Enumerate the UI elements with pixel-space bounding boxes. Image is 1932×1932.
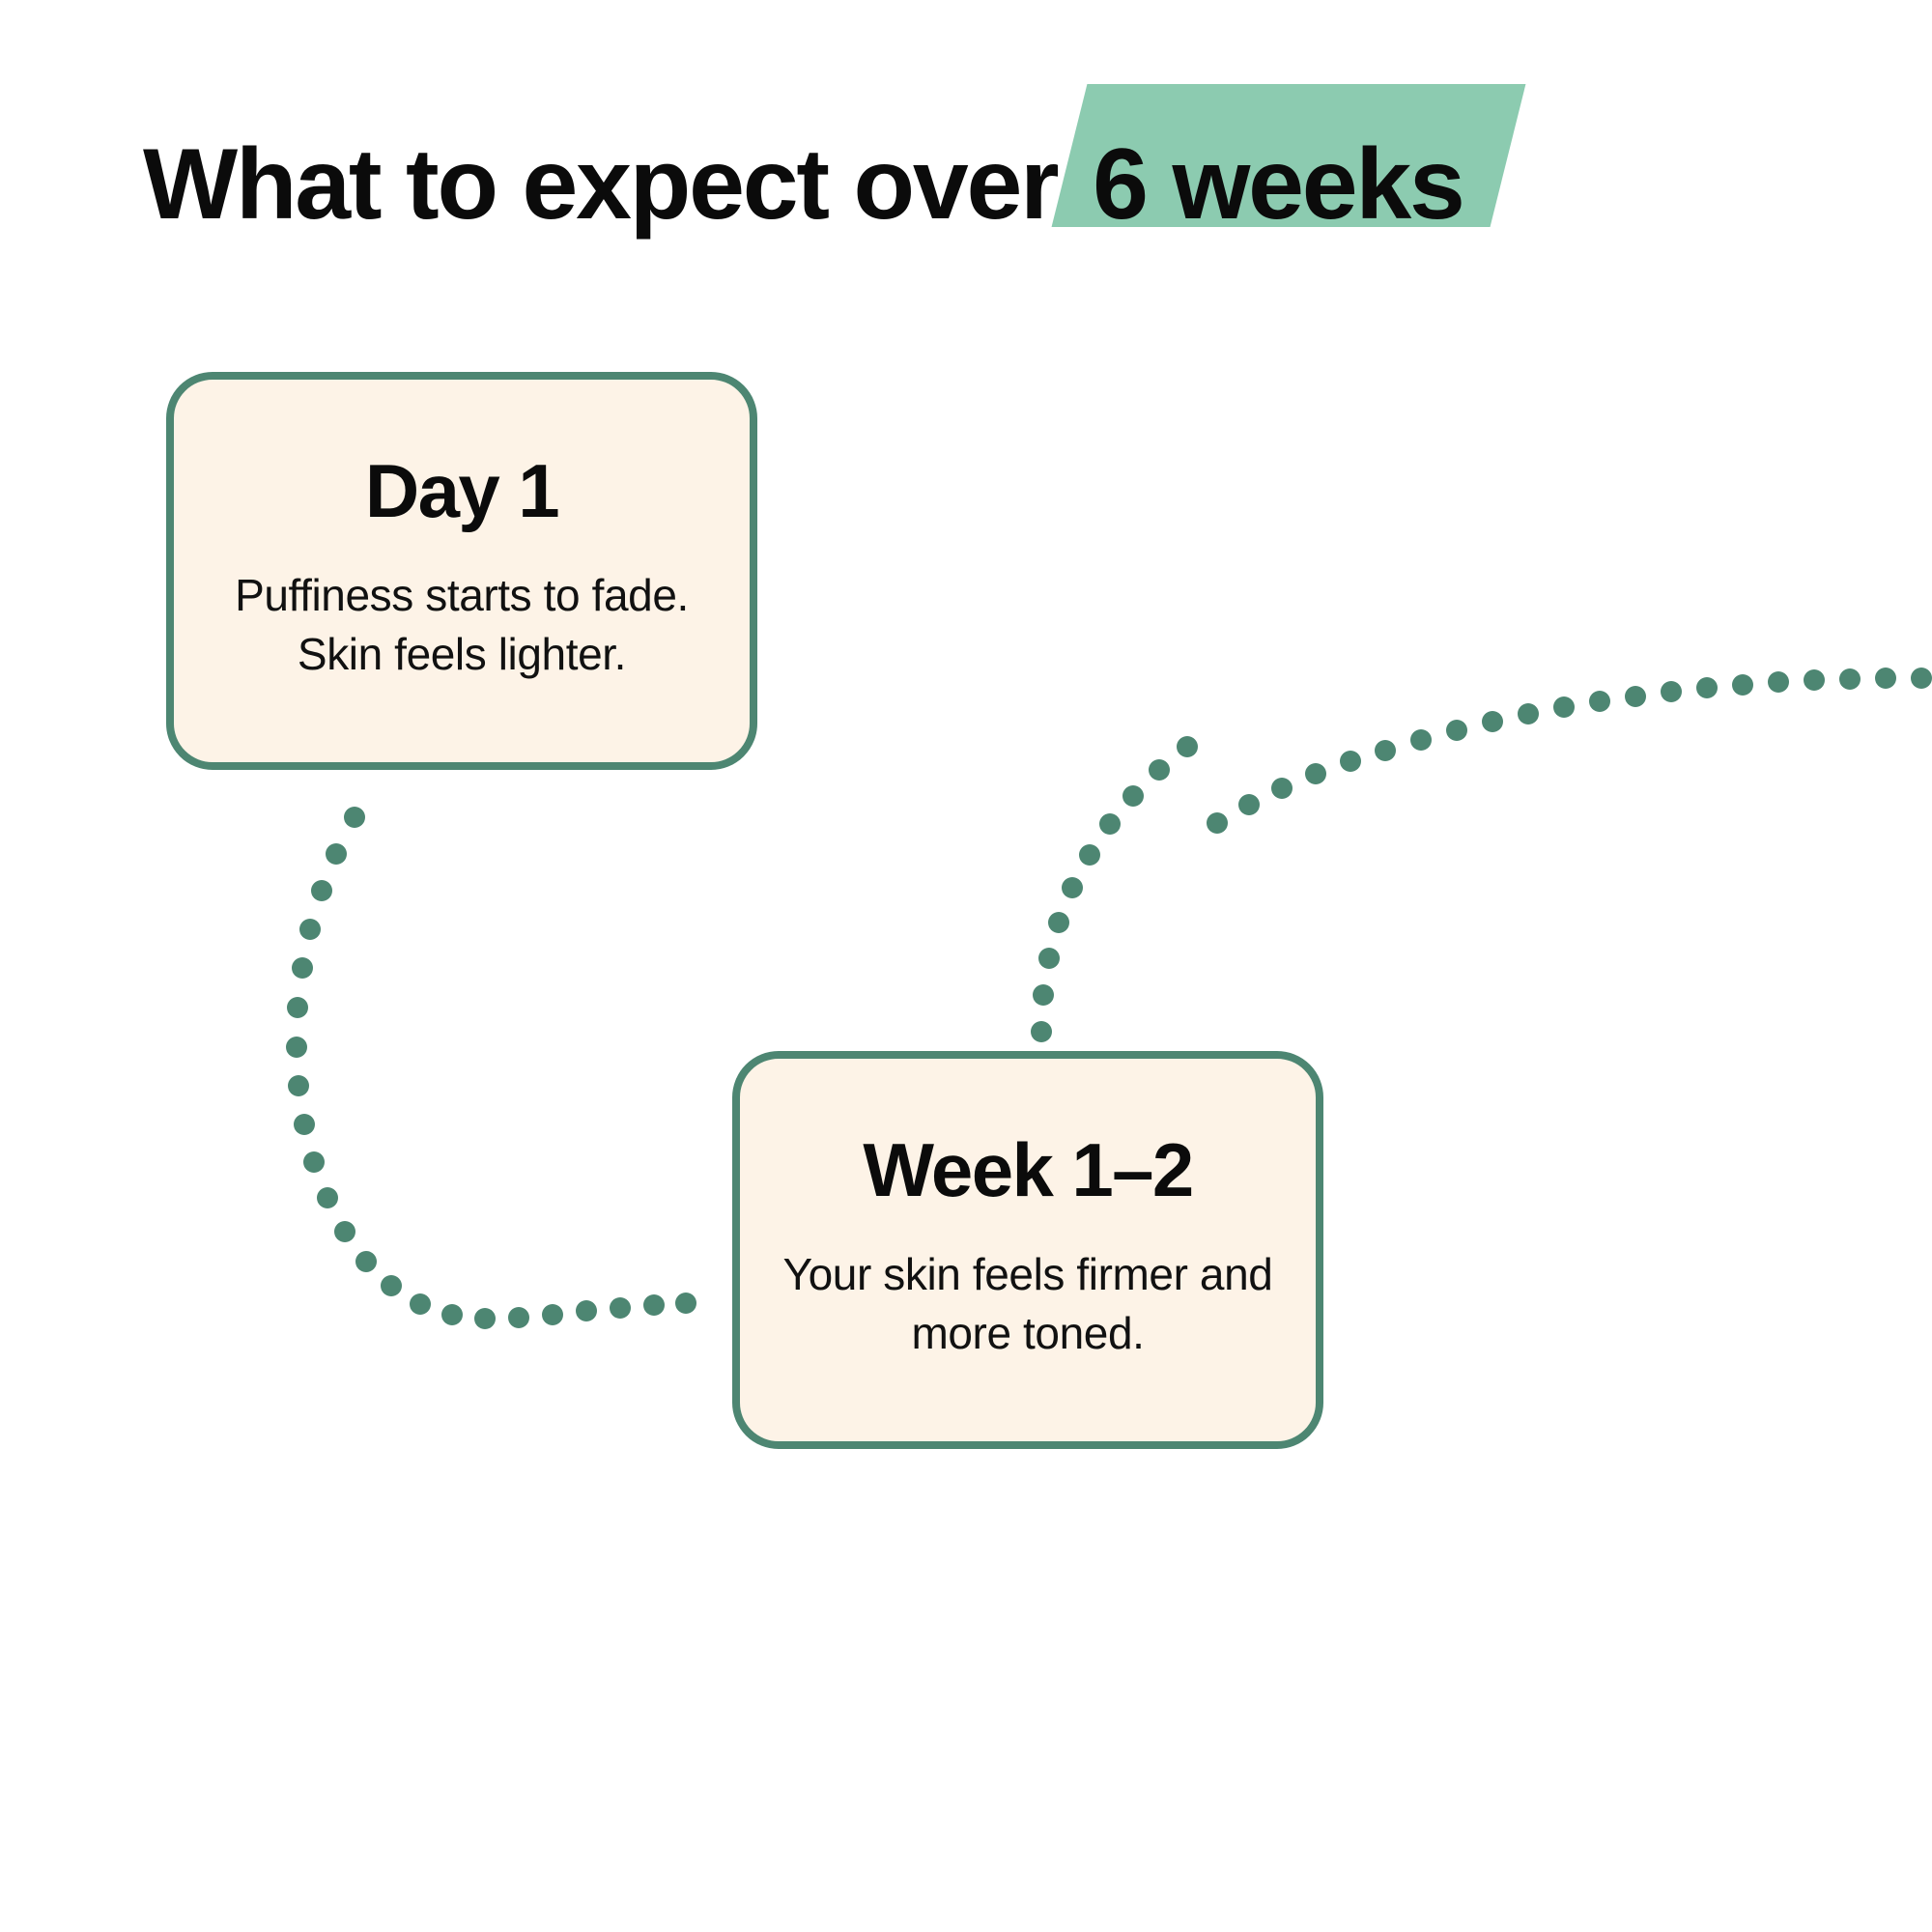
timeline-card-body: Puffiness starts to fade. Skin feels lig… [235, 570, 689, 679]
connector-dot [1177, 736, 1198, 757]
connector-dot [1305, 763, 1326, 784]
connector-dot [441, 1304, 463, 1325]
connector-dot [299, 919, 321, 940]
connector-dot [292, 957, 313, 979]
connector-dot [1099, 813, 1121, 835]
connector-dot [1079, 844, 1100, 866]
connector-dot [1031, 1021, 1052, 1042]
connector-dot [1661, 681, 1682, 702]
connector-dot [303, 1151, 325, 1173]
page-title: What to expect over 6 weeks [0, 84, 1932, 276]
connector-dot [286, 1037, 307, 1058]
connector-dot [643, 1294, 665, 1316]
connector-dot [326, 843, 347, 865]
connector-dot [287, 997, 308, 1018]
page-title-plain: What to expect over [143, 128, 1084, 241]
connector-dot [1839, 668, 1861, 690]
connector-dot [1038, 948, 1060, 969]
connector-dot [344, 807, 365, 828]
connector-dot [334, 1221, 355, 1242]
connector-dot [1271, 778, 1293, 799]
connector-dot [294, 1114, 315, 1135]
connector-dot [675, 1293, 696, 1314]
connector-dot [610, 1297, 631, 1319]
timeline-card-title: Week 1–2 [863, 1127, 1194, 1213]
connector-dot [474, 1308, 496, 1329]
connector-dot [576, 1300, 597, 1321]
connector-dot [1732, 674, 1753, 696]
connector-dot [1518, 703, 1539, 724]
connector-dot [1207, 812, 1228, 834]
connector-dot [1696, 677, 1718, 698]
timeline-card-day-1: Day 1 Puffiness starts to fade. Skin fee… [166, 372, 757, 770]
connector-dot [1911, 668, 1932, 689]
page-title-highlight-wrap: 6 weeks [1051, 84, 1526, 235]
connector-dot [410, 1293, 431, 1315]
connector-dot [1033, 984, 1054, 1006]
connector-dot [288, 1075, 309, 1096]
connector-dot [1238, 794, 1260, 815]
connector-dot [355, 1251, 377, 1272]
connector-dot [1062, 877, 1083, 898]
connector-dot [1410, 729, 1432, 751]
timeline-card-body: Your skin feels firmer and more toned. [782, 1249, 1273, 1358]
timeline-card-title: Day 1 [364, 448, 560, 534]
connector-dot [311, 880, 332, 901]
connector-dot [1149, 759, 1170, 781]
connector-dot [1446, 720, 1467, 741]
connector-dot [1553, 696, 1575, 718]
connector-dot [1048, 912, 1069, 933]
connector-dot [1804, 669, 1825, 691]
connector-dot [1340, 751, 1361, 772]
connector-dot [1122, 785, 1144, 807]
page-title-highlight-text: 6 weeks [1093, 128, 1465, 241]
connector-dot [1482, 711, 1503, 732]
connector-dot [1875, 668, 1896, 689]
connector-dot [542, 1304, 563, 1325]
connector-dot [381, 1275, 402, 1296]
connector-dot [1768, 671, 1789, 693]
connector-dot [1375, 740, 1396, 761]
connector-dot [317, 1187, 338, 1208]
timeline-card-week-1-2: Week 1–2 Your skin feels firmer and more… [732, 1051, 1323, 1449]
connector-dot [1589, 691, 1610, 712]
connector-dot [508, 1307, 529, 1328]
connector-dot [1625, 686, 1646, 707]
page-title-text: What to expect over 6 weeks [143, 84, 1526, 235]
